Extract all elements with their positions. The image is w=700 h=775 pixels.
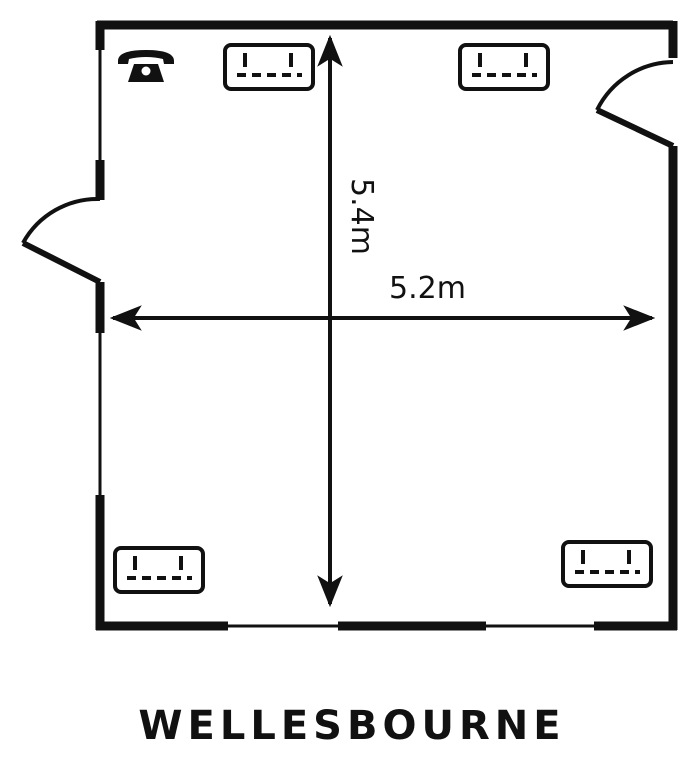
power-socket-icon [223, 43, 315, 91]
power-socket-icon [561, 540, 653, 588]
door-left-leaf [21, 240, 102, 285]
door-right-swing-arc [595, 60, 674, 111]
power-socket-icon [113, 546, 205, 594]
door-right [595, 60, 675, 149]
room-name-title: WELLESBOURNE [138, 703, 566, 749]
power-socket-icon [458, 43, 550, 91]
width-dimension-label: 5.2m [389, 271, 466, 306]
walls [95, 20, 678, 631]
door-right-leaf [595, 107, 675, 149]
telephone-icon [118, 50, 174, 82]
door-left [21, 196, 102, 285]
door-left-swing-arc [21, 196, 101, 244]
dimensions: 5.2m 5.4m [109, 34, 656, 608]
length-dimension-label: 5.4m [344, 178, 379, 255]
floor-plan: 5.2m 5.4m [21, 20, 678, 631]
